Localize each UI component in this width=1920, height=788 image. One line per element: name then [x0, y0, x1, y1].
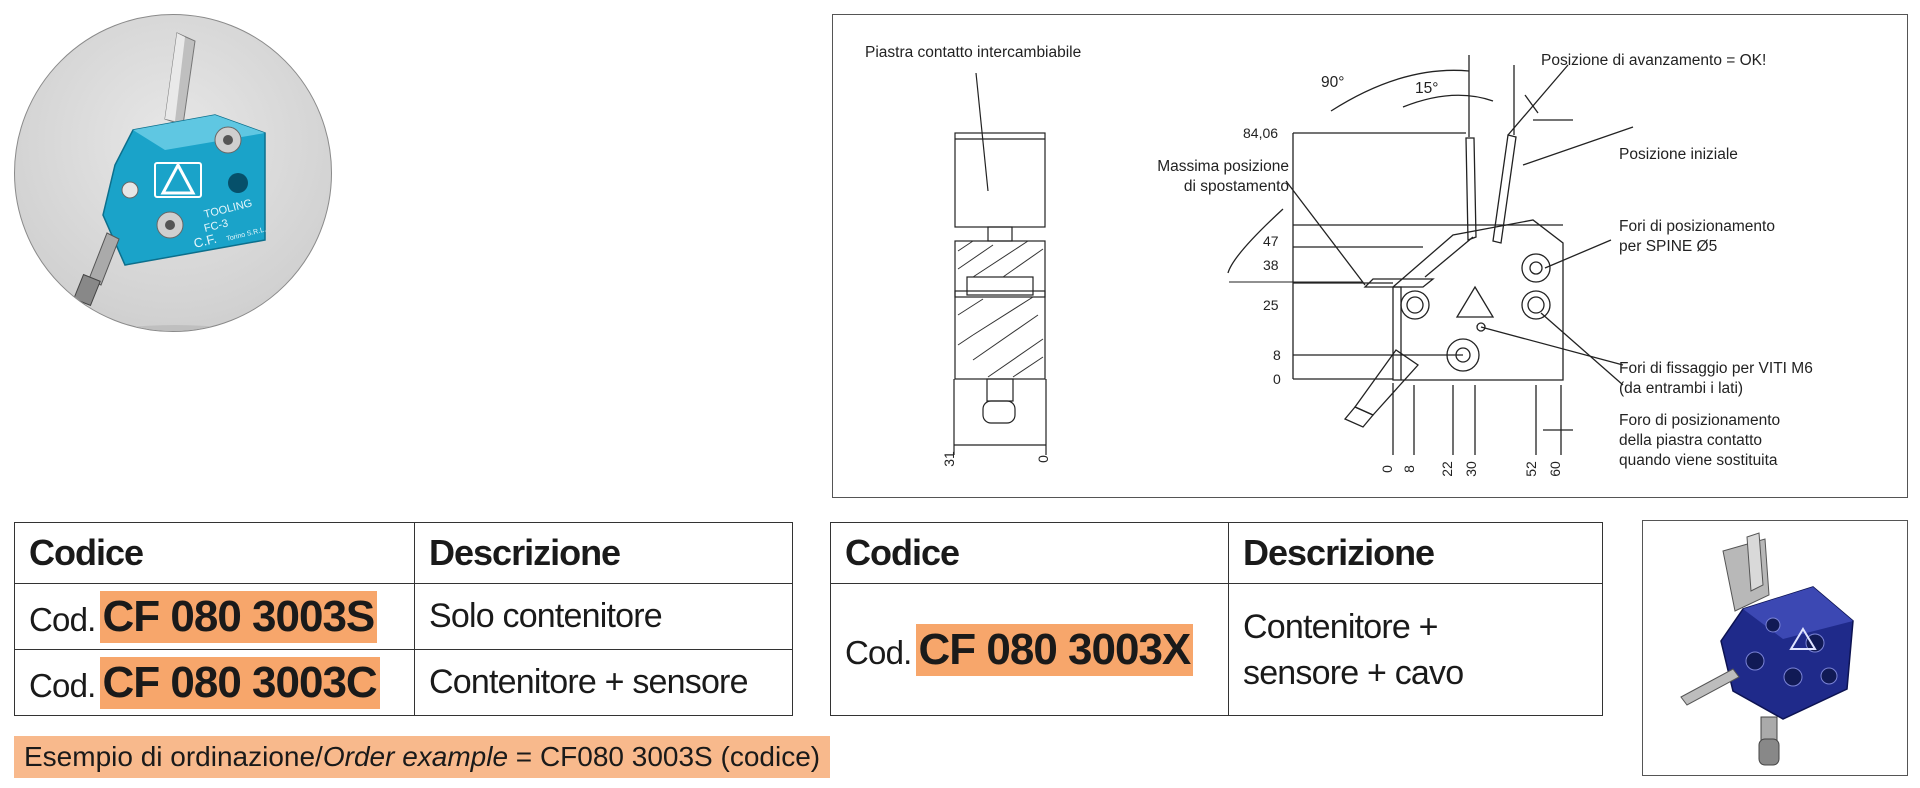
- dim-side-31: 31: [940, 451, 957, 467]
- label-screw-holes-1: Fori di fissaggio per VITI M6: [1619, 360, 1813, 377]
- technical-drawing: Piastra contatto intercambiabile Massima…: [832, 14, 1908, 498]
- label-angle-15: 15°: [1415, 80, 1439, 97]
- table1-row1-code-cell: Cod.CF 080 3003S: [14, 583, 415, 650]
- label-max-position-1: Massima posizione: [1157, 158, 1289, 175]
- table1-row1-desc: Solo contenitore: [414, 583, 793, 650]
- code-value: CF 080 3003X: [915, 623, 1194, 676]
- label-plate-hole-1: Foro di posizionamento: [1619, 412, 1781, 429]
- label-angle-90: 90°: [1321, 74, 1345, 91]
- dim-v-8: 8: [1273, 347, 1281, 363]
- dim-v-47: 47: [1263, 233, 1279, 249]
- label-pin-holes-2: per SPINE Ø5: [1619, 238, 1718, 255]
- table2-header-desc: Descrizione: [1228, 522, 1603, 584]
- table-row: Cod.CF 080 3003C Contenitore + sensore: [14, 649, 793, 716]
- dim-v-25: 25: [1263, 297, 1279, 313]
- table2-desc-line-1: Contenitore +: [1243, 607, 1438, 646]
- dim-h-52: 52: [1522, 461, 1539, 477]
- code-prefix: Cod.: [29, 666, 96, 704]
- table2-row-desc: Contenitore + sensore + cavo: [1228, 583, 1603, 716]
- product-render-illustration: [1680, 532, 1854, 766]
- order-example-italic: Order example: [322, 741, 509, 772]
- code-prefix: Cod.: [845, 633, 912, 671]
- product-render: [1642, 520, 1908, 776]
- photo-model: FC-3: [203, 217, 230, 235]
- code-prefix: Cod.: [29, 600, 96, 638]
- dim-h-60: 60: [1546, 461, 1563, 477]
- label-initial-position: Posizione iniziale: [1619, 146, 1738, 163]
- label-advance-position: Posizione di avanzamento = OK!: [1541, 52, 1767, 69]
- table1-row2-code-cell: Cod.CF 080 3003C: [14, 649, 415, 716]
- label-plate-hole-3: quando viene sostituita: [1619, 452, 1778, 469]
- code-value: CF 080 3003S: [99, 590, 378, 643]
- code-table-2: Codice Descrizione Cod.CF 080 3003X Cont…: [830, 522, 1603, 716]
- dim-h-0: 0: [1378, 465, 1395, 473]
- photo-company: C.F.: [192, 231, 218, 251]
- table-row: Cod.CF 080 3003X Contenitore + sensore +…: [830, 583, 1603, 716]
- table-row: Cod.CF 080 3003S Solo contenitore: [14, 583, 793, 650]
- table2-desc-line-2: sensore + cavo: [1243, 653, 1464, 692]
- label-plate-hole-2: della piastra contatto: [1619, 432, 1763, 449]
- code-value: CF 080 3003C: [99, 656, 380, 709]
- table2-row-code-cell: Cod.CF 080 3003X: [830, 583, 1229, 716]
- product-photo-illustration: TOOLING FC-3 C.F. Torino S.R.L.: [73, 32, 267, 331]
- dim-v-84: 84,06: [1243, 125, 1279, 141]
- dim-h-30: 30: [1462, 461, 1479, 477]
- product-photo: TOOLING FC-3 C.F. Torino S.R.L.: [14, 14, 332, 332]
- table1-row2-desc: Contenitore + sensore: [414, 649, 793, 716]
- table2-header-code: Codice: [830, 522, 1229, 584]
- order-example-suffix: = CF080 3003S (codice): [508, 741, 821, 772]
- table1-header-code: Codice: [14, 522, 415, 584]
- drawing-lines: [953, 55, 1634, 455]
- table1-header-desc: Descrizione: [414, 522, 793, 584]
- dim-h-22: 22: [1438, 461, 1455, 477]
- label-pin-holes-1: Fori di posizionamento: [1619, 218, 1775, 235]
- order-example-prefix: Esempio di ordinazione/: [24, 741, 323, 772]
- label-contact-plate: Piastra contatto intercambiabile: [865, 44, 1082, 61]
- label-screw-holes-2: (da entrambi i lati): [1619, 380, 1744, 397]
- dim-v-38: 38: [1263, 257, 1279, 273]
- code-table-1: Codice Descrizione Cod.CF 080 3003S Solo…: [14, 522, 793, 716]
- dim-h-8: 8: [1400, 465, 1417, 473]
- dim-side-0: 0: [1034, 455, 1051, 463]
- dim-v-0: 0: [1273, 371, 1281, 387]
- label-max-position-2: di spostamento: [1183, 178, 1289, 195]
- order-example: Esempio di ordinazione/Order example = C…: [14, 736, 831, 778]
